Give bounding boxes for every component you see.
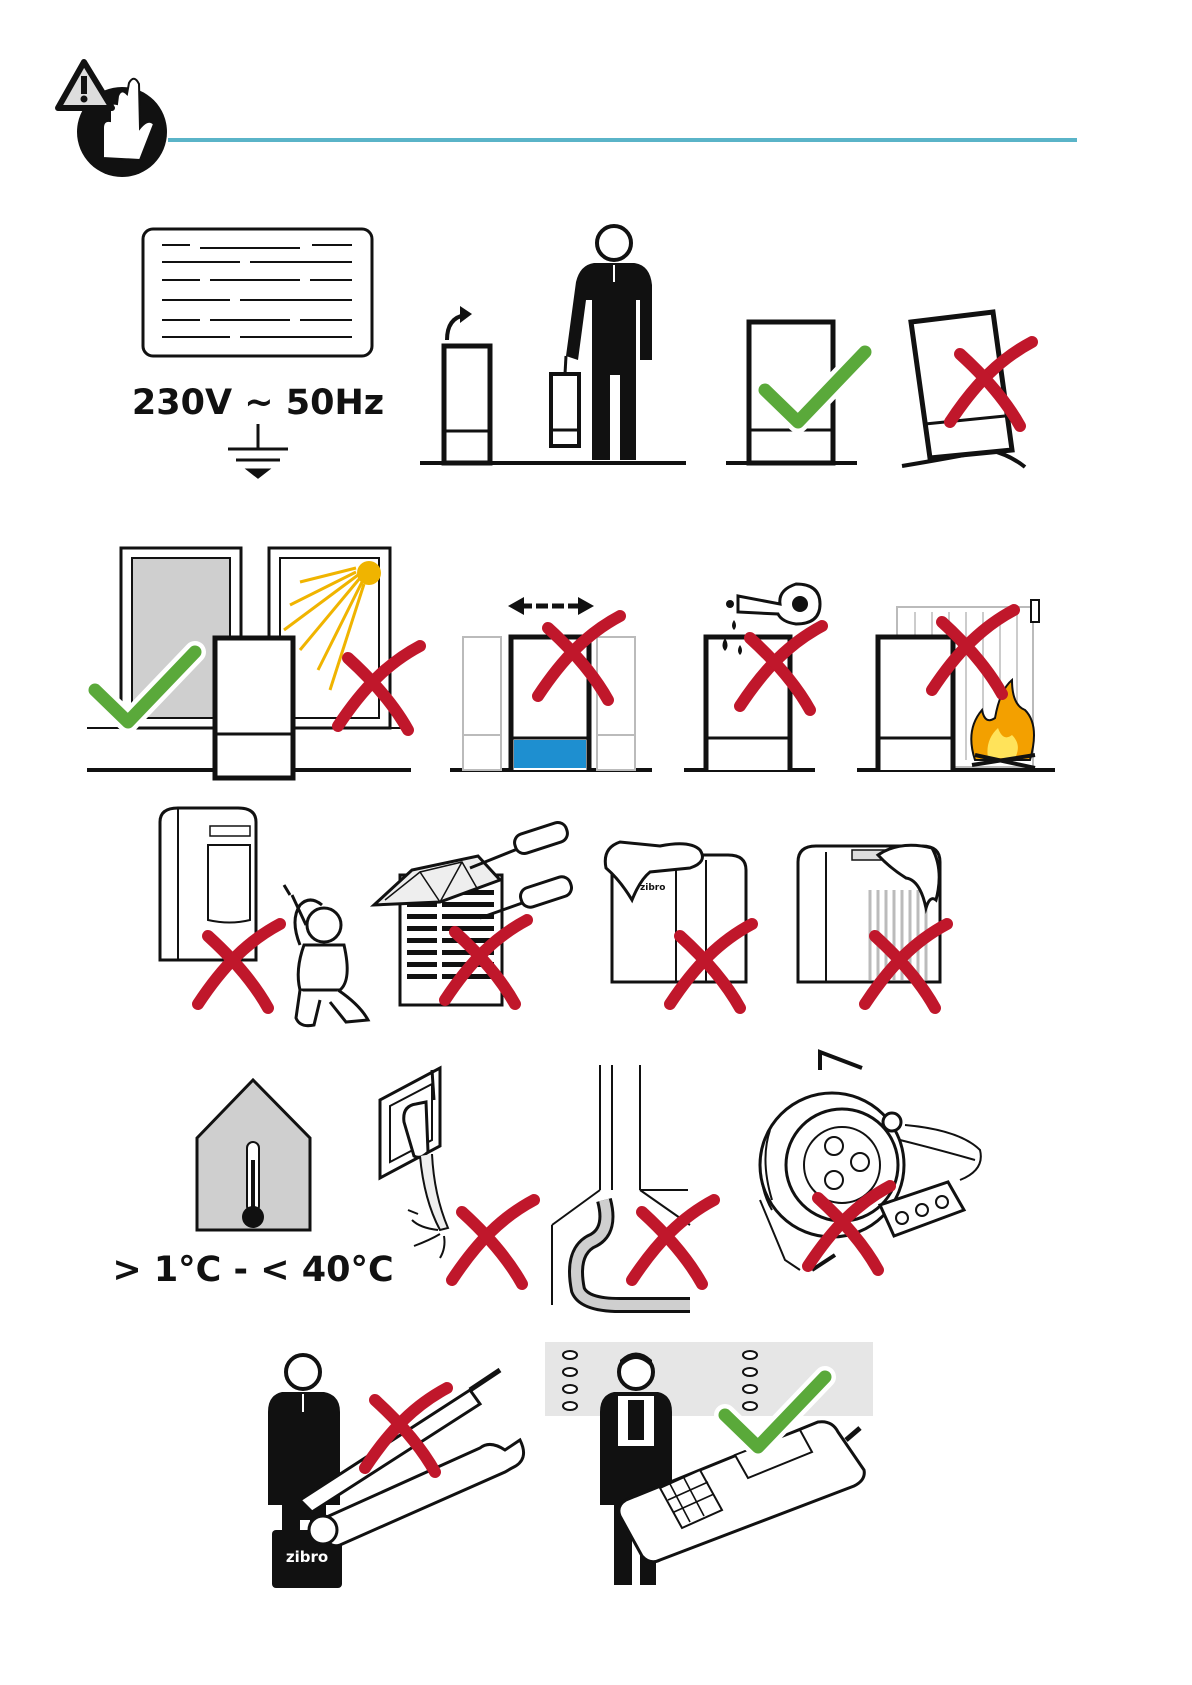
no-cable-under-object-icon [552,1065,714,1305]
no-cover-top-icon: zibro [605,842,752,1008]
no-extension-cord-icon [760,1052,981,1270]
no-objects-in-grille-icon [374,820,574,1005]
no-self-repair-icon: zibro [268,1355,524,1588]
earth-ground-icon [228,424,288,477]
no-chemicals-icon [684,584,822,770]
uneven-floor-not-allowed-icon [902,312,1032,467]
level-floor-ok-icon [726,322,865,463]
call-service-ok-icon [545,1342,873,1585]
double-arrow-icon [508,597,594,615]
no-move-when-water-icon [450,597,652,770]
voltage-label: 230V ~ 50Hz [132,383,384,423]
no-cover-side-icon [798,845,947,1008]
no-damaged-plug-icon [380,1068,534,1284]
transport-upright-icon [420,226,686,463]
no-children-icon [160,808,368,1026]
warning-hand-icon [58,62,167,177]
brand-label: zibro [286,1548,328,1566]
ambient-temperature-icon [197,1080,310,1230]
no-heat-source-icon [857,600,1055,770]
svg-text:zibro: zibro [640,883,665,893]
rating-plate-icon [143,229,372,356]
temperature-label: > 1°C - < 40°C [112,1250,393,1290]
